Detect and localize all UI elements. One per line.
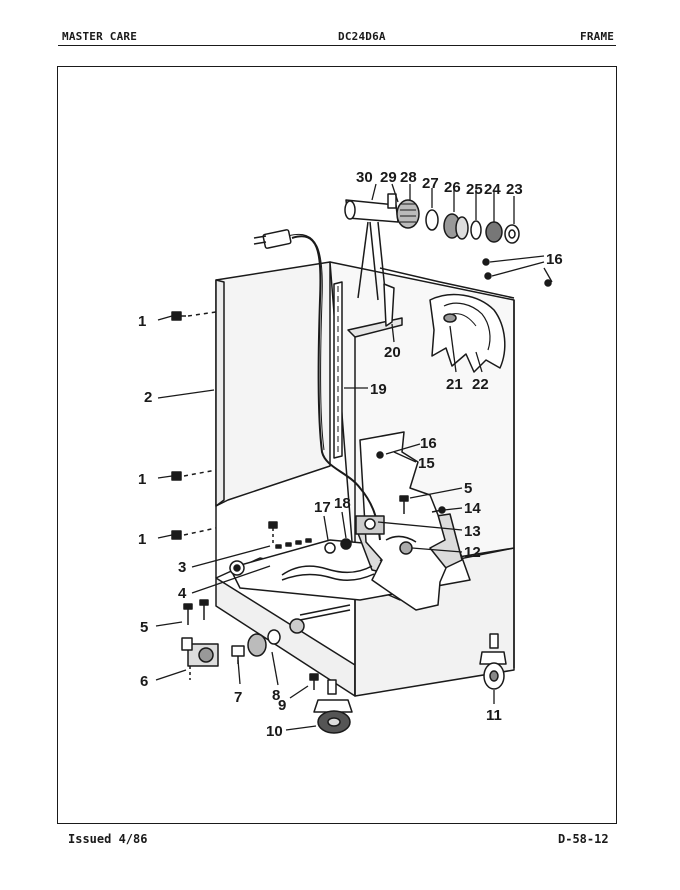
callout-2: 2 [144, 389, 152, 406]
part-10-caster [313, 679, 353, 734]
callout-labels: 1 1 1 2 3 4 5 5 6 7 8 9 10 11 12 13 14 1… [138, 169, 563, 740]
part-6-valve [181, 637, 219, 680]
diagram-border [57, 66, 617, 824]
callout-5-lower: 5 [140, 619, 148, 636]
callout-17: 17 [314, 499, 331, 516]
part-16-screws-top [482, 258, 552, 287]
callout-1-lower: 1 [138, 531, 146, 548]
callout-29: 29 [380, 169, 397, 186]
part-13-motor-mount [355, 515, 417, 555]
header-brand: MASTER CARE [62, 30, 138, 43]
part-11-caster [479, 633, 507, 690]
callout-3: 3 [178, 559, 186, 576]
footer-issue-date: Issued 4/86 [68, 832, 148, 846]
callout-30: 30 [356, 169, 373, 186]
callout-1-upper: 1 [138, 313, 146, 330]
part-22-blower-housing [429, 293, 506, 373]
callout-25: 25 [466, 181, 483, 198]
callout-4: 4 [178, 585, 187, 602]
callout-27: 27 [422, 175, 439, 192]
callout-22: 22 [472, 376, 489, 393]
part-20-bracket [383, 283, 395, 327]
header-rule [58, 45, 616, 46]
callout-11: 11 [486, 707, 502, 724]
callout-14: 14 [464, 500, 481, 517]
callout-8: 8 [272, 687, 280, 704]
callout-18: 18 [334, 495, 351, 512]
callout-13: 13 [464, 523, 481, 540]
power-cord [253, 229, 381, 541]
part-5-screw-upper [399, 495, 409, 514]
header-section: FRAME [580, 30, 615, 43]
callout-16-lower: 16 [420, 435, 437, 452]
callout-1-middle: 1 [138, 471, 146, 488]
part-8-washer [247, 629, 281, 657]
part-27-ring [425, 209, 439, 231]
callout-7: 7 [234, 689, 242, 706]
part-29-coupling [396, 199, 420, 229]
callout-12: 12 [464, 544, 481, 561]
callout-5-upper: 5 [464, 480, 472, 497]
part-19-strip [333, 281, 343, 459]
callout-15: 15 [418, 455, 435, 472]
part-26-fitting [443, 213, 469, 240]
callout-6: 6 [140, 673, 148, 690]
callout-26: 26 [444, 179, 461, 196]
callout-10: 10 [266, 723, 283, 740]
callout-28: 28 [400, 169, 417, 186]
part-9-bolt [309, 673, 319, 690]
part-17-18-grommets [324, 538, 352, 554]
callout-16-upper: 16 [546, 251, 563, 268]
footer-page-code: D-58-12 [558, 832, 609, 846]
callout-21: 21 [446, 376, 463, 393]
header-model: DC24D6A [338, 30, 386, 43]
callout-23: 23 [506, 181, 523, 198]
part-5-screws-lower [183, 599, 209, 625]
part-24-nut [485, 221, 503, 243]
part-1-screws [171, 311, 217, 540]
cutaway-tear [359, 431, 447, 611]
callout-leaders [155, 183, 553, 731]
callout-24: 24 [484, 181, 501, 198]
callout-20: 20 [384, 344, 401, 361]
part-25-washer [470, 220, 482, 240]
callout-9: 9 [278, 697, 286, 714]
callout-19: 19 [370, 381, 387, 398]
part-23-gasket [504, 224, 520, 244]
part-16-screw-lower [376, 451, 384, 459]
part-3-bolt [268, 521, 278, 545]
part-30-nozzle-assembly [344, 193, 399, 301]
